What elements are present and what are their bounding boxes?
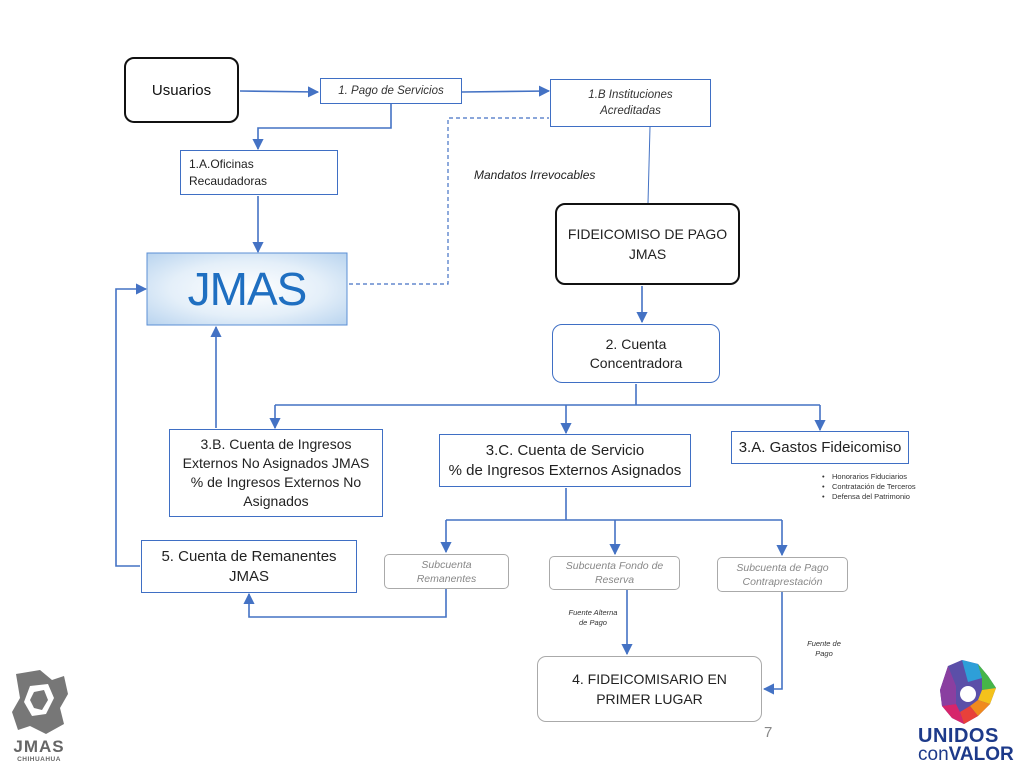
fideicomiso-node: FIDEICOMISO DE PAGO JMAS [555, 203, 740, 285]
subrem-line1: Subcuenta [421, 558, 472, 571]
jmas-logo-graphic [12, 670, 68, 734]
subrem-line2: Remanentes [416, 572, 477, 585]
jmas-logo-text: JMAS CHIHUAHUA [8, 738, 70, 764]
instituciones-line1: 1.B Instituciones [588, 89, 673, 101]
cuenta-ingresos-externos-node: 3.B. Cuenta de Ingresos Externos No Asig… [169, 429, 383, 517]
con-word: con [918, 744, 949, 765]
mandatos-label: Mandatos Irrevocables [474, 168, 596, 182]
unidos-logo-graphic [940, 660, 996, 724]
pago-servicios-label: 1. Pago de Servicios [338, 85, 444, 97]
cuenta-concentradora-node: 2. Cuenta Concentradora [552, 324, 720, 383]
gastos-label: 3.A. Gastos Fideicomiso [738, 439, 902, 456]
gastos-bullet: Defensa del Patrimonio [822, 492, 916, 502]
concentradora-line1: 2. Cuenta [605, 335, 667, 352]
cuenta-servicio-node: 3.C. Cuenta de Servicio % de Ingresos Ex… [439, 434, 691, 487]
fuente-alterna-label: Fuente Alterna de Pago [556, 608, 630, 628]
oficinas-node: 1.A.Oficinas Recaudadoras [180, 150, 338, 195]
ingresos-line4: Asignados [243, 493, 309, 509]
fideicomiso-line2: JMAS [628, 246, 667, 262]
usuarios-node: Usuarios [124, 57, 239, 123]
fuente-pago-line2: Pago [815, 649, 833, 658]
subres-line2: Reserva [594, 574, 635, 586]
dashed-mandatos [349, 117, 549, 285]
ingresos-line3: % de Ingresos Externos No [190, 474, 362, 490]
gastos-fideicomiso-node: 3.A. Gastos Fideicomiso [731, 431, 909, 464]
jmas-node: JMAS [147, 253, 347, 325]
arrow-subpago-fideicomisario [762, 592, 783, 695]
instituciones-line2: Acreditadas [600, 105, 661, 117]
fuente-pago-label: Fuente de Pago [796, 639, 852, 659]
fideicomisario-line1: 4. FIDEICOMISARIO EN [572, 671, 727, 687]
valor-word: VALOR [948, 744, 1014, 765]
fideicomiso-line1: FIDEICOMISO DE PAGO [567, 226, 728, 242]
arrow-pago-instituciones [461, 85, 551, 97]
fuente-alterna-line1: Fuente Alterna [568, 608, 618, 617]
page-number: 7 [764, 724, 773, 741]
oficinas-line2: Recaudadoras [189, 173, 268, 188]
pago-servicios-node: 1. Pago de Servicios [320, 78, 462, 104]
ingresos-line1: 3.B. Cuenta de Ingresos [200, 436, 352, 452]
fideicomisario-node: 4. FIDEICOMISARIO EN PRIMER LUGAR [537, 656, 762, 722]
subcuenta-remanentes-node: Subcuenta Remanentes [384, 554, 509, 589]
gastos-bullet: Contratación de Terceros [822, 482, 916, 492]
instituciones-node: 1.B Instituciones Acreditadas [550, 79, 711, 127]
remanentes-line2: JMAS [228, 567, 269, 585]
jmas-logo-subtitle: CHIHUAHUA [17, 756, 61, 763]
servicio-line2: % de Ingresos Externos Asignados [448, 461, 682, 479]
line-instituciones-fideicomiso [647, 126, 651, 204]
arrow-subrem-cuenta5 [243, 589, 447, 618]
fideicomisario-line2: PRIMER LUGAR [596, 691, 703, 707]
subpago-line2: Contraprestación [742, 575, 823, 588]
fuente-pago-line1: Fuente de [807, 639, 841, 648]
unidos-logo-text: UNIDOS conVALOR [918, 725, 1014, 765]
usuarios-label: Usuarios [151, 81, 212, 99]
gastos-bullet-list: Honorarios Fiduciarios Contratación de T… [822, 472, 916, 502]
subcuenta-fondo-reserva-node: Subcuenta Fondo de Reserva [549, 556, 680, 590]
servicio-line1: 3.C. Cuenta de Servicio [485, 441, 645, 459]
subpago-line1: Subcuenta de Pago [736, 561, 829, 574]
subcuenta-pago-node: Subcuenta de Pago Contraprestación [717, 557, 848, 592]
concentradora-line2: Concentradora [589, 354, 683, 371]
jmas-logo-title: JMAS [13, 737, 65, 756]
jmas-box-fill [146, 252, 348, 326]
cuenta-remanentes-node: 5. Cuenta de Remanentes JMAS [141, 540, 357, 593]
gastos-bullet: Honorarios Fiduciarios [822, 472, 916, 482]
jmas-label: JMAS [187, 263, 308, 315]
convalor-row: conVALOR [918, 744, 1014, 765]
arrow-cuenta5-jmas [115, 283, 148, 567]
fuente-alterna-line2: de Pago [579, 618, 607, 627]
oficinas-line1: 1.A.Oficinas [189, 156, 254, 171]
remanentes-line1: 5. Cuenta de Remanentes [161, 547, 337, 565]
arrow-usuarios-pago [239, 86, 320, 98]
unidos-word: UNIDOS [918, 725, 999, 747]
ingresos-line2: Externos No Asignados JMAS [182, 455, 370, 471]
subres-line1: Subcuenta Fondo de [565, 560, 664, 572]
arrow-pago-oficinas [252, 104, 392, 151]
